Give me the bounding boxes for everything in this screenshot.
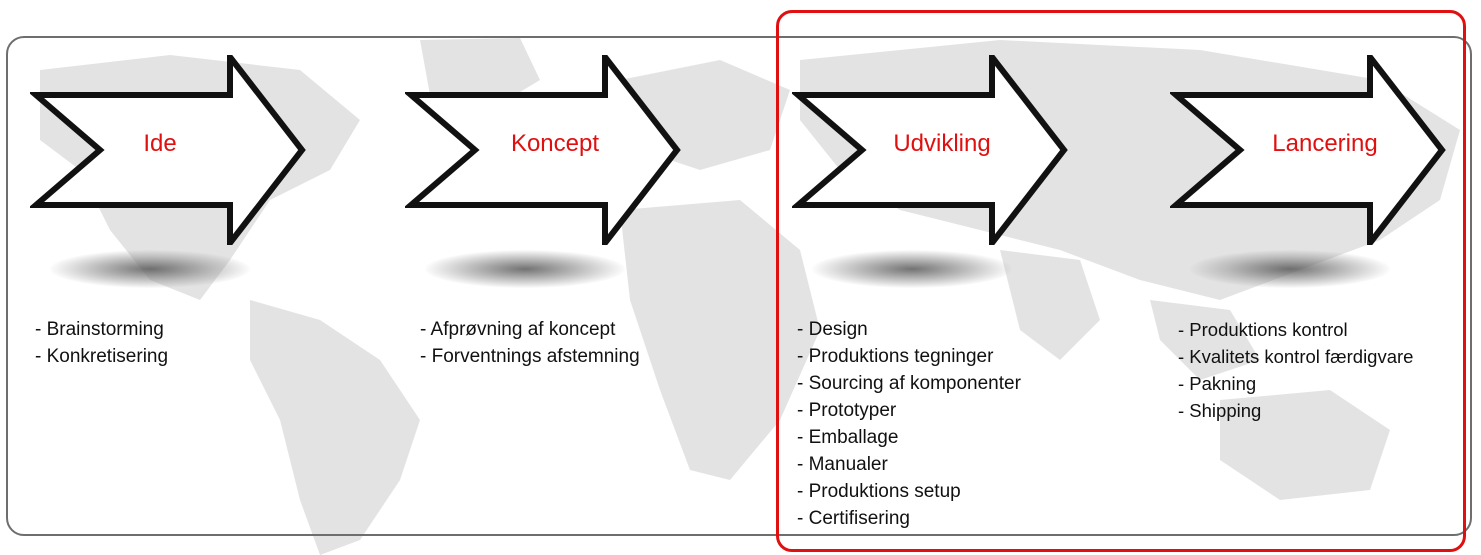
stage-udvikling: Udvikling - Design - Produktions tegning…: [792, 0, 1092, 555]
stage-title: Koncept: [510, 130, 600, 157]
stage-lancering: Lancering - Produktions kontrol - Kvalit…: [1170, 0, 1470, 555]
stage-title: Ide: [143, 130, 177, 157]
arrow-icon: [1170, 55, 1446, 245]
list-item: - Produktions setup: [797, 481, 961, 502]
stage-bullet-list: - Design - Produktions tegninger - Sourc…: [797, 316, 1021, 532]
outer-frame: [6, 36, 1472, 536]
list-item: - Forventnings afstemning: [420, 346, 640, 367]
list-item: - Certifisering: [797, 508, 910, 529]
stage-bullet-list: - Afprøvning af koncept - Forventnings a…: [420, 316, 640, 370]
arrow-icon: [792, 55, 1068, 245]
highlight-frame: [776, 10, 1466, 552]
arrow-shadow: [425, 250, 625, 288]
list-item: - Konkretisering: [35, 346, 169, 367]
arrow-shadow: [812, 250, 1012, 288]
arrow-icon: [30, 55, 306, 245]
list-item: - Afprøvning af koncept: [420, 319, 616, 340]
stage-title: Udvikling: [893, 130, 991, 157]
arrow-shadow: [50, 250, 250, 288]
stage-title: Lancering: [1272, 130, 1378, 157]
list-item: - Brainstorming: [35, 319, 164, 340]
list-item: - Prototyper: [797, 400, 897, 421]
arrow-icon: [405, 55, 681, 245]
list-item: - Emballage: [797, 427, 899, 448]
list-item: - Sourcing af komponenter: [797, 373, 1021, 394]
list-item: - Shipping: [1178, 400, 1262, 421]
arrow-shadow: [1190, 250, 1390, 288]
list-item: - Kvalitets kontrol færdigvare: [1178, 346, 1414, 367]
list-item: - Produktions kontrol: [1178, 319, 1348, 340]
list-item: - Pakning: [1178, 373, 1257, 394]
list-item: - Design: [797, 319, 868, 340]
stage-koncept: Koncept - Afprøvning af koncept - Forven…: [405, 0, 705, 555]
list-item: - Manualer: [797, 454, 888, 475]
stage-bullet-list: - Produktions kontrol - Kvalitets kontro…: [1178, 316, 1413, 424]
stage-bullet-list: - Brainstorming - Konkretisering: [35, 316, 168, 370]
list-item: - Produktions tegninger: [797, 346, 994, 367]
stage-ide: Ide - Brainstorming - Konkretisering: [30, 0, 330, 555]
